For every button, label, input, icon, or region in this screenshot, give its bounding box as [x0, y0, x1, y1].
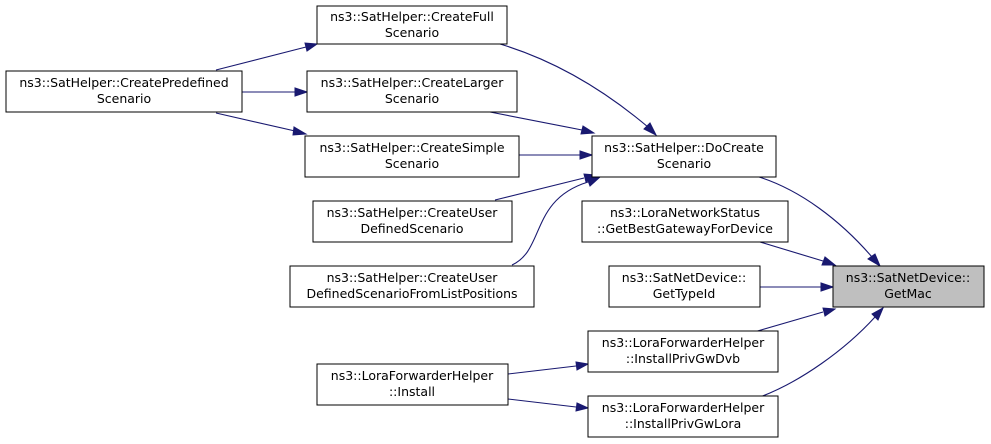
node-label-line2: Scenario	[385, 25, 439, 40]
node-create-user-defined-scenario[interactable]: ns3::SatHelper::CreateUser DefinedScenar…	[312, 200, 513, 243]
node-label-line2: Scenario	[97, 91, 151, 106]
node-label-line2: DefinedScenarioFromListPositions	[306, 286, 517, 301]
node-label-line1: ns3::SatHelper::DoCreate	[604, 140, 764, 155]
node-label-line2: GetMac	[884, 286, 932, 301]
node-label-line1: ns3::SatHelper::CreateUser	[327, 205, 499, 220]
node-label-line1: ns3::LoraNetworkStatus	[610, 205, 760, 220]
node-label-line2: ::InstallPrivGwDvb	[626, 351, 740, 366]
edge-install-to-privgwdvb	[507, 361, 590, 375]
node-label-line2: Scenario	[657, 156, 711, 171]
node-label-line2: GetTypeId	[653, 286, 716, 301]
edge-predefined-to-larger	[242, 87, 309, 97]
edge-predefined-to-simple	[215, 112, 308, 136]
node-get-mac[interactable]: ns3::SatNetDevice:: GetMac	[832, 265, 985, 308]
edge-docreate-to-getmac	[758, 176, 882, 268]
node-label-line1: ns3::LoraForwarderHelper	[331, 368, 494, 383]
node-create-predefined-scenario[interactable]: ns3::SatHelper::CreatePredefined Scenari…	[5, 70, 243, 113]
edge-privgwlora-to-getmac	[759, 306, 885, 398]
node-label-line2: ::InstallPrivGwLora	[625, 416, 741, 431]
edge-simple-to-docreate	[519, 150, 594, 160]
node-label-line2: DefinedScenario	[360, 221, 463, 236]
node-lora-forwarder-install[interactable]: ns3::LoraForwarderHelper ::Install	[316, 363, 509, 406]
edge-larger-to-docreate	[489, 111, 596, 135]
node-label-line1: ns3::LoraForwarderHelper	[602, 335, 765, 350]
edge-install-to-privgwlora	[507, 398, 590, 412]
node-label-line2: Scenario	[385, 156, 439, 171]
edge-privgwdvb-to-getmac	[753, 307, 837, 333]
node-label-line2: ::Install	[389, 384, 435, 399]
node-install-priv-gw-dvb[interactable]: ns3::LoraForwarderHelper ::InstallPrivGw…	[587, 330, 779, 373]
node-label-line1: ns3::SatHelper::CreateLarger	[321, 75, 505, 90]
node-create-larger-scenario[interactable]: ns3::SatHelper::CreateLarger Scenario	[306, 70, 518, 113]
node-label-line1: ns3::LoraForwarderHelper	[602, 400, 765, 415]
node-create-full-scenario[interactable]: ns3::SatHelper::CreateFull Scenario	[316, 5, 508, 45]
node-label-line2: ::GetBestGatewayForDevice	[597, 221, 773, 236]
node-install-priv-gw-lora[interactable]: ns3::LoraForwarderHelper ::InstallPrivGw…	[587, 395, 779, 438]
node-create-simple-scenario[interactable]: ns3::SatHelper::CreateSimple Scenario	[304, 135, 520, 178]
node-lora-network-status[interactable]: ns3::LoraNetworkStatus ::GetBestGatewayF…	[581, 200, 789, 243]
edge-full-to-docreate	[499, 43, 658, 137]
node-label-line1: ns3::SatHelper::CreateFull	[330, 9, 494, 24]
node-label-line1: ns3::SatHelper::CreatePredefined	[19, 75, 228, 90]
edge-userdefined-to-docreate	[494, 173, 598, 201]
node-label-line2: Scenario	[385, 91, 439, 106]
node-label-line1: ns3::SatNetDevice::	[622, 270, 746, 285]
edge-lorastatus-to-getmac	[759, 241, 837, 266]
node-do-create-scenario[interactable]: ns3::SatHelper::DoCreate Scenario	[591, 135, 777, 178]
node-get-type-id[interactable]: ns3::SatNetDevice:: GetTypeId	[608, 265, 761, 308]
node-create-user-defined-list-positions[interactable]: ns3::SatHelper::CreateUser DefinedScenar…	[289, 265, 535, 308]
node-label-line1: ns3::SatNetDevice::	[846, 270, 970, 285]
edge-predefined-to-full	[215, 42, 319, 71]
node-label-line1: ns3::SatHelper::CreateSimple	[319, 140, 504, 155]
edge-gettypeid-to-getmac	[760, 282, 835, 292]
node-label-line1: ns3::SatHelper::CreateUser	[327, 270, 499, 285]
